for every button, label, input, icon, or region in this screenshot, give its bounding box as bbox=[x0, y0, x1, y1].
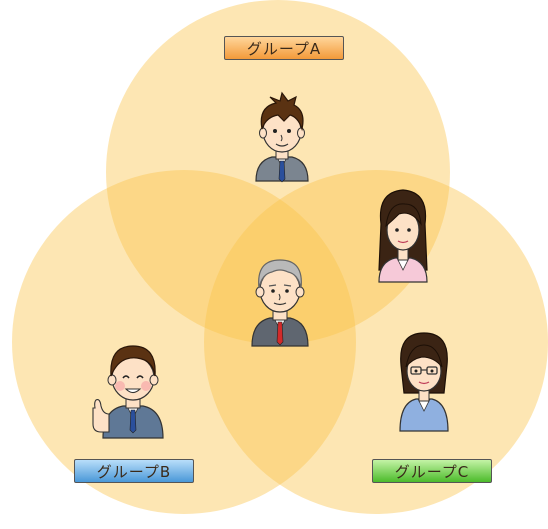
group-c-label: グループC bbox=[372, 459, 492, 483]
senior-man-icon bbox=[251, 259, 309, 347]
group-b-label: グループB bbox=[74, 459, 194, 483]
group-c-circle bbox=[204, 170, 548, 514]
thumbs-up-man-icon bbox=[92, 345, 164, 439]
glasses-icon bbox=[410, 366, 438, 375]
group-a-label: グループA bbox=[224, 36, 344, 60]
young-man-icon bbox=[255, 91, 309, 183]
thumbs-up-hand-icon bbox=[92, 399, 110, 433]
woman-with-glasses-icon bbox=[399, 332, 449, 432]
woman-icon bbox=[378, 189, 428, 283]
